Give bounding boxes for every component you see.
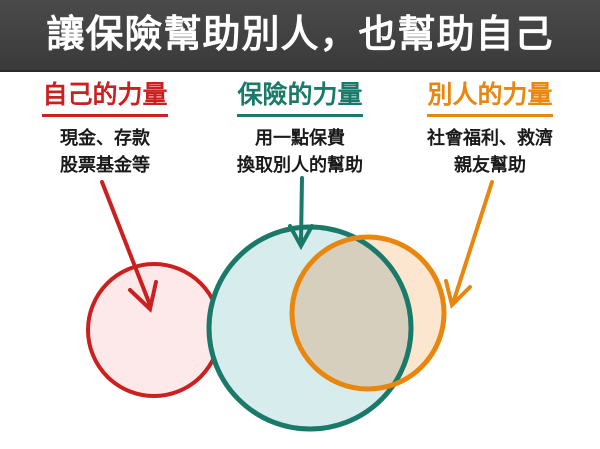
heading-insurance: 保險的力量: [237, 78, 363, 117]
page-title: 讓保險幫助別人，也幫助自己: [46, 12, 554, 56]
arrow-others: [444, 180, 494, 309]
self-line-2: 股票基金等: [60, 155, 150, 176]
heading-others: 別人的力量: [427, 78, 553, 117]
heading-self: 自己的力量: [42, 78, 168, 117]
self-line-1: 現金、存款: [60, 128, 150, 149]
column-others: 別人的力量 社會福利、救濟 親友幫助: [395, 78, 585, 179]
insurance-line-1: 用一點保費: [255, 128, 345, 149]
column-insurance: 保險的力量 用一點保費 換取別人的幫助: [205, 78, 395, 179]
title-banner: 讓保險幫助別人，也幫助自己: [0, 0, 600, 72]
others-circle-outline: [289, 234, 447, 392]
arrow-self: [100, 180, 158, 313]
insurance-line-2: 換取別人的幫助: [237, 155, 363, 176]
others-line-1: 社會福利、救濟: [427, 128, 553, 149]
others-line-2: 親友幫助: [454, 155, 526, 176]
arrow-insurance: [288, 176, 314, 251]
column-self: 自己的力量 現金、存款 股票基金等: [10, 78, 200, 179]
